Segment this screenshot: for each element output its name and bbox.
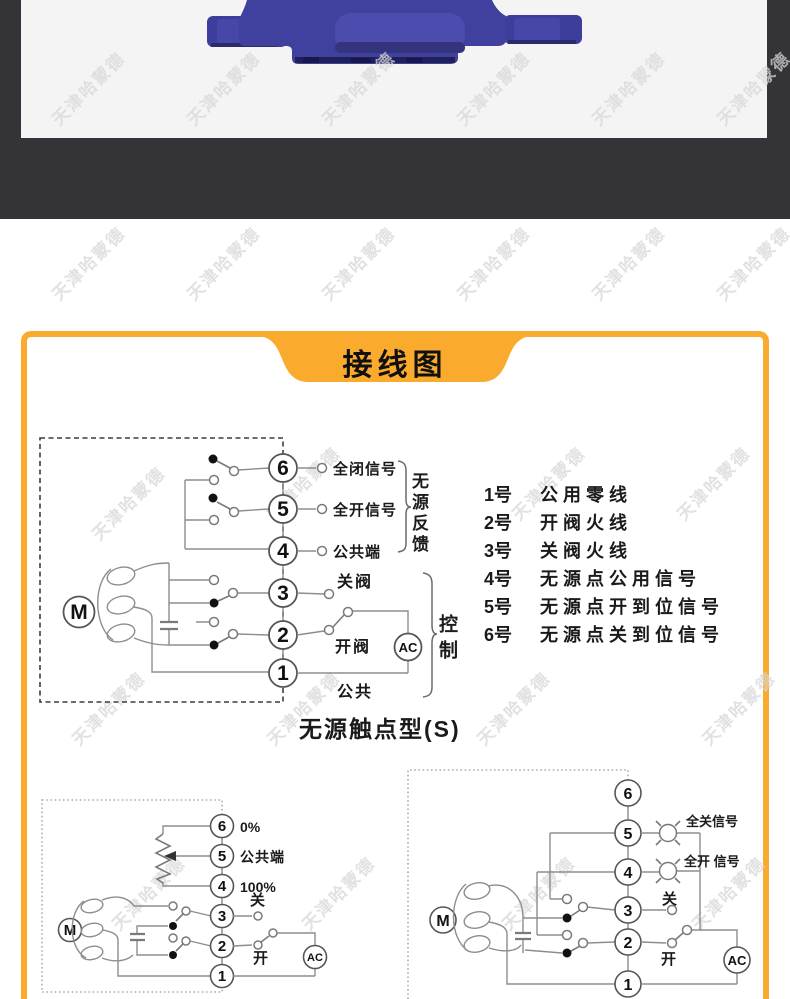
terminal-5-label: 公共端: [240, 849, 285, 865]
note-label: 无源点开到位信号: [540, 596, 724, 617]
ac-label: AC: [399, 640, 418, 655]
terminal-4-label: 100%: [240, 879, 276, 895]
note-num: 3号: [484, 541, 512, 561]
terminal-number: 6: [624, 786, 633, 803]
main-wiring-diagram: M: [39, 437, 461, 742]
lamp-wiring-diagram: M 6 5 4 3 2: [407, 769, 751, 999]
note-label: 无源点公用信号: [540, 568, 701, 589]
terminal-number: 1: [277, 662, 289, 685]
control-brace: [422, 572, 438, 698]
note-label: 关阀火线: [540, 540, 632, 561]
terminal-5-label: 全关信号: [685, 814, 738, 829]
terminal-3-label: 关阀: [337, 572, 373, 591]
terminal-5-label: 全开信号: [332, 501, 397, 519]
note-label: 无源点关到位信号: [540, 624, 724, 645]
terminal-number: 3: [624, 903, 633, 920]
terminal-number: 5: [277, 498, 289, 521]
terminal-number: 6: [218, 818, 226, 835]
valve-actuator-image: [207, 0, 582, 64]
terminal-notes-list: 1号 公用零线 2号 开阀火线 3号 关阀火线 4号 无源点公用信号 5号 无源…: [484, 484, 724, 645]
hero-band: [0, 0, 790, 219]
terminal-number: 3: [218, 908, 226, 925]
note-label: 开阀火线: [540, 512, 632, 533]
note-num: 1号: [484, 485, 512, 505]
feedback-brace: [397, 460, 412, 553]
lamp-close-signal-icon: [655, 820, 681, 846]
terminal-2-label: 开: [661, 951, 676, 968]
product-photo: [21, 0, 767, 138]
terminal-number: 1: [218, 968, 226, 985]
terminal-4-label: 全开 信号: [683, 854, 740, 869]
terminal-number: 6: [277, 457, 289, 480]
terminal-6-label: 全闭信号: [332, 460, 397, 478]
terminal-2-label: 开阀: [335, 637, 371, 656]
terminal-number: 4: [277, 540, 289, 563]
note-num: 2号: [484, 513, 512, 533]
terminal-number: 4: [218, 878, 227, 895]
main-diagram-caption: 无源触点型(S): [299, 716, 461, 742]
terminal-number: 2: [277, 624, 289, 647]
terminal-number: 5: [624, 826, 633, 843]
control-brace-label: 控制: [436, 614, 457, 666]
note-num: 5号: [484, 597, 512, 617]
note-num: 6号: [484, 625, 512, 645]
terminal-6-label: 0%: [240, 819, 261, 835]
terminal-number: 4: [624, 865, 633, 882]
motor-label: M: [64, 922, 77, 939]
terminal-number: 2: [218, 938, 226, 955]
ac-label: AC: [728, 953, 747, 968]
potentiometer-wiring-diagram: M: [41, 799, 328, 993]
panel-title: 接线图: [342, 349, 448, 382]
note-num: 4号: [484, 569, 512, 589]
terminal-number: 5: [218, 848, 226, 865]
motor-label: M: [436, 913, 449, 930]
ac-label: AC: [307, 952, 323, 964]
terminal-2-label: 开: [253, 950, 268, 967]
lamp-open-signal-icon: [655, 858, 681, 884]
terminal-number: 2: [624, 935, 633, 952]
title-tab: [258, 331, 532, 382]
terminal-number: 1: [624, 977, 633, 994]
motor-label: M: [70, 601, 88, 624]
terminal-4-label: 公共端: [333, 543, 381, 561]
terminal-1-label: 公共: [337, 683, 373, 701]
terminal-3-label: 关: [662, 890, 677, 908]
terminal-number: 3: [277, 582, 289, 605]
terminal-3-label: 关: [250, 891, 265, 909]
note-label: 公用零线: [540, 484, 632, 505]
feedback-brace-label: 无源反馈: [409, 472, 428, 556]
